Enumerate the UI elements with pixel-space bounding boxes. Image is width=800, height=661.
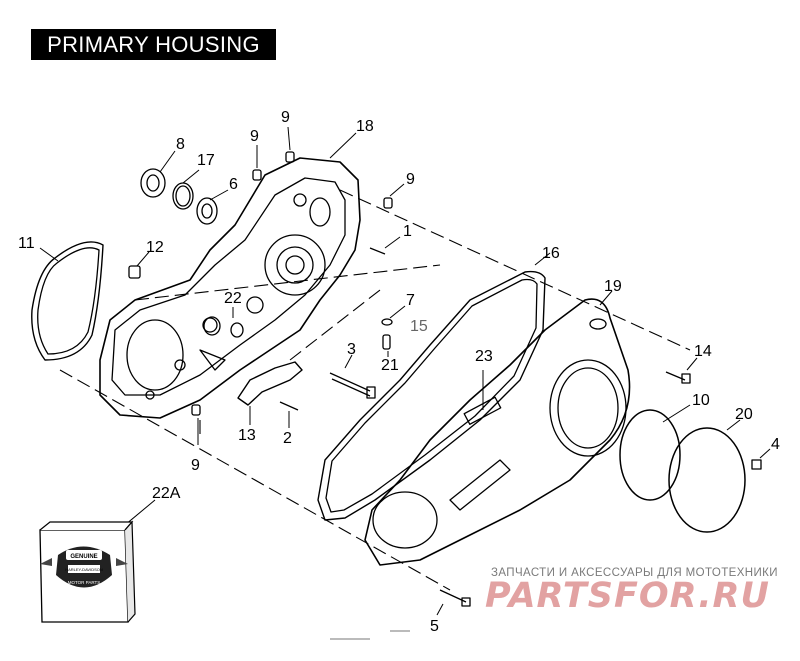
washer-15 (381, 318, 393, 326)
callout: 22A (152, 485, 181, 502)
callout: 6 (229, 176, 238, 193)
derby-cover-20 (668, 427, 746, 533)
callout: 5 (430, 618, 439, 635)
svg-text:MOTOR PARTS: MOTOR PARTS (68, 580, 101, 585)
svg-text:GENUINE: GENUINE (70, 554, 97, 560)
bolt-4 (751, 459, 762, 470)
diagram-title: PRIMARY HOUSING (31, 29, 276, 60)
callout: 21 (381, 357, 399, 374)
callout: 7 (406, 292, 415, 309)
callout: 2 (283, 430, 292, 447)
shoe-13 (237, 361, 303, 406)
callout: 17 (197, 152, 215, 169)
callout: 20 (735, 406, 753, 423)
watermark-caption: ЗАПЧАСТИ И АКСЕССУАРЫ ДЛЯ МОТОТЕХНИКИ (491, 567, 778, 579)
watermark-logo: PARTSFOR.RU (485, 576, 770, 616)
callout: 18 (356, 118, 374, 135)
dowel-pins-9 (191, 151, 393, 416)
callout: 9 (406, 171, 415, 188)
callout: 10 (692, 392, 710, 409)
retaining-ring-17 (172, 182, 194, 210)
callout: 9 (250, 128, 259, 145)
inner-primary-housing (99, 157, 361, 419)
callout: 1 (403, 223, 412, 240)
callout: 22 (224, 290, 242, 307)
bolt-3 (329, 372, 376, 399)
o-ring-10 (619, 409, 681, 501)
callout: 12 (146, 239, 164, 256)
genuine-parts-package-22A: GENUINE HARLEY-DAVIDSON MOTOR PARTS (39, 520, 136, 623)
callout: 23 (475, 348, 493, 365)
callout: 11 (18, 235, 35, 252)
callout: 16 (542, 245, 560, 262)
outer-primary-cover (364, 298, 631, 566)
gasket-16 (317, 270, 546, 521)
callout: 3 (347, 341, 356, 358)
bearing-6 (196, 197, 218, 225)
plug-21 (382, 334, 391, 350)
screw-2 (279, 401, 299, 411)
callout: 19 (604, 278, 622, 295)
bolt-14 (665, 371, 691, 384)
callout-labels: 8 9 9 18 17 6 9 1 11 12 16 19 22 7 15 3 … (18, 109, 780, 635)
seal-8 (140, 168, 166, 198)
bushing-12 (128, 265, 141, 279)
harley-davidson-badge-icon: GENUINE HARLEY-DAVIDSON MOTOR PARTS (40, 546, 128, 588)
leader-lines (39, 126, 771, 616)
callout: 13 (238, 427, 256, 444)
callout: 15 (410, 318, 428, 335)
bolt-5 (439, 589, 471, 607)
gasket-11 (31, 241, 104, 361)
screw-1 (369, 247, 386, 255)
part-22 (203, 316, 244, 338)
callout: 8 (176, 136, 185, 153)
svg-text:HARLEY-DAVIDSON: HARLEY-DAVIDSON (65, 567, 103, 572)
callout: 14 (694, 343, 712, 360)
faint-marks (330, 630, 410, 640)
callout: 9 (281, 109, 290, 126)
callout: 9 (191, 457, 200, 474)
callout: 4 (771, 436, 780, 453)
